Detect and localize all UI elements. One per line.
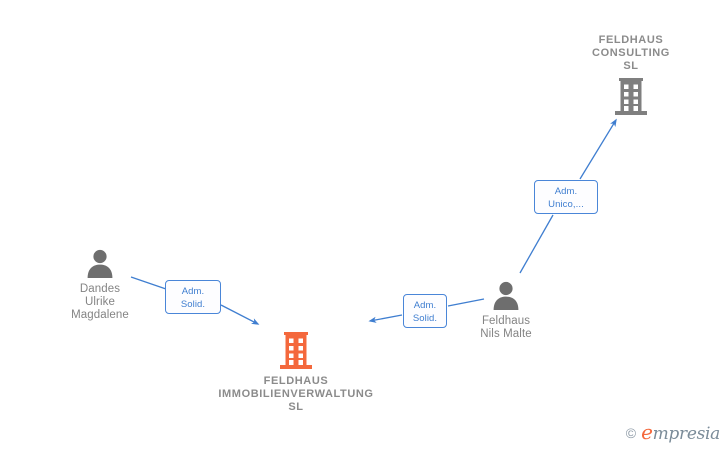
edge-label-nils-to-immobilienverwaltung[interactable]: Adm. Solid. bbox=[403, 294, 447, 328]
person-icon bbox=[491, 280, 521, 310]
node-label-feldhaus-immobilienverwaltung-sl: FELDHAUS IMMOBILIENVERWALTUNG SL bbox=[218, 375, 374, 413]
edge-nils-to-consulting bbox=[519, 118, 617, 274]
empresia-logo-initial: e bbox=[641, 420, 653, 444]
node-label-feldhaus-nils-malte: Feldhaus Nils Malte bbox=[480, 315, 532, 340]
edge-label-nils-to-consulting[interactable]: Adm. Unico,... bbox=[534, 180, 598, 214]
node-feldhaus-consulting-sl[interactable]: FELDHAUS CONSULTING SL bbox=[531, 34, 728, 116]
node-feldhaus-nils-malte[interactable]: Feldhaus Nils Malte bbox=[406, 280, 606, 341]
edge-label-dandes-to-immobilienverwaltung[interactable]: Adm. Solid. bbox=[165, 280, 221, 314]
node-feldhaus-immobilienverwaltung-sl[interactable]: FELDHAUS IMMOBILIENVERWALTUNG SL bbox=[196, 332, 396, 414]
empresia-logo-rest: mpresia bbox=[652, 424, 721, 444]
node-dandes-ulrike-magdalene[interactable]: Dandes Ulrike Magdalene bbox=[0, 248, 200, 322]
node-label-dandes-ulrike-magdalene: Dandes Ulrike Magdalene bbox=[71, 283, 129, 321]
edge-nils-to-immobilienverwaltung bbox=[368, 298, 485, 323]
copyright-icon: © bbox=[625, 424, 637, 441]
node-label-feldhaus-consulting-sl: FELDHAUS CONSULTING SL bbox=[592, 34, 670, 72]
empresia-watermark: © empresia bbox=[625, 422, 721, 443]
building-icon bbox=[614, 78, 648, 116]
edge-dandes-to-immobilienverwaltung bbox=[130, 276, 260, 325]
building-icon bbox=[279, 332, 313, 370]
empresia-logo-text: empresia bbox=[641, 422, 720, 443]
person-icon bbox=[85, 248, 115, 278]
